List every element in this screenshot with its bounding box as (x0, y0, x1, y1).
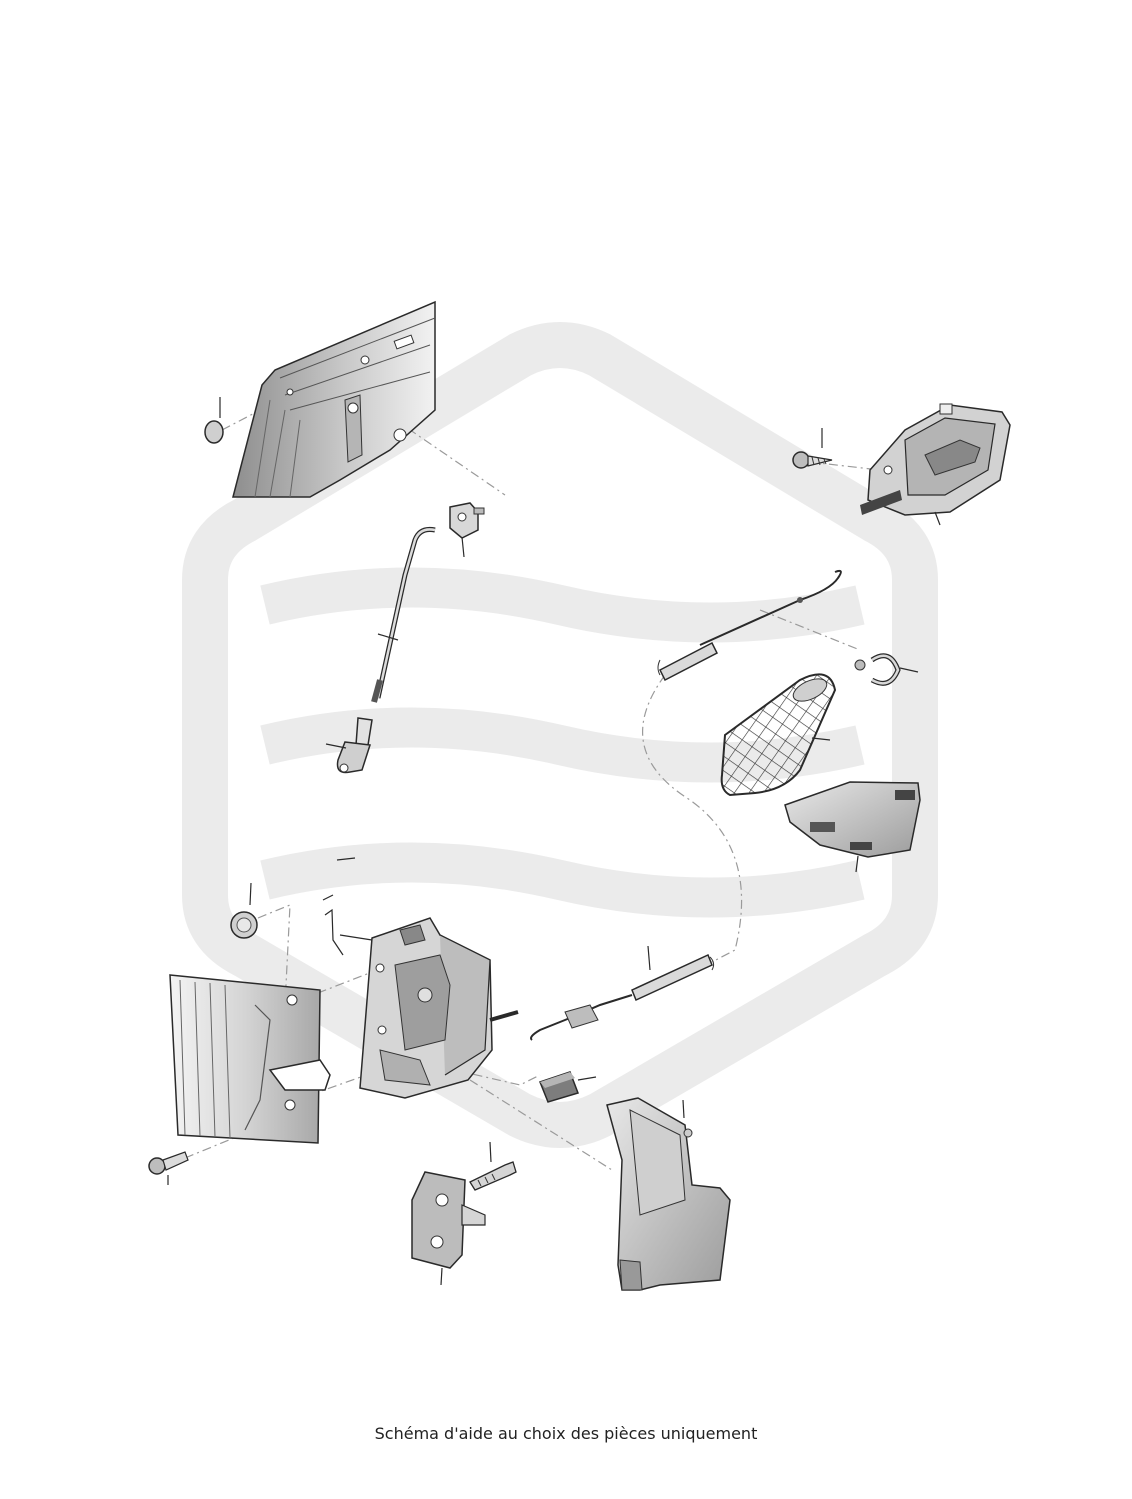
handle-insulation-mat (720, 673, 837, 797)
striker-screw (469, 1141, 517, 1191)
handle-cover (784, 781, 921, 873)
foam-pad (539, 1071, 597, 1103)
door-panel-lower (169, 974, 331, 1144)
door-lock (359, 917, 519, 1099)
bowden-cable-lower (530, 945, 715, 1041)
plug-small (204, 397, 224, 444)
rod-end-clip (325, 717, 373, 774)
door-panel-upper (232, 300, 436, 498)
lock-screw (148, 1151, 189, 1185)
plug-large (230, 882, 258, 939)
rod-clip (449, 502, 485, 558)
bowden-cable-upper (657, 569, 842, 682)
inner-door-handle (860, 403, 1011, 526)
cable-clip (854, 653, 919, 686)
lock-rod (371, 527, 436, 703)
lock-cover (606, 1097, 731, 1291)
striker-plate (411, 1171, 486, 1286)
diagram-caption: Schéma d'aide au choix des pièces unique… (374, 1424, 758, 1443)
lock-callout-lines (322, 857, 373, 956)
inner-handle-screw (792, 428, 833, 469)
